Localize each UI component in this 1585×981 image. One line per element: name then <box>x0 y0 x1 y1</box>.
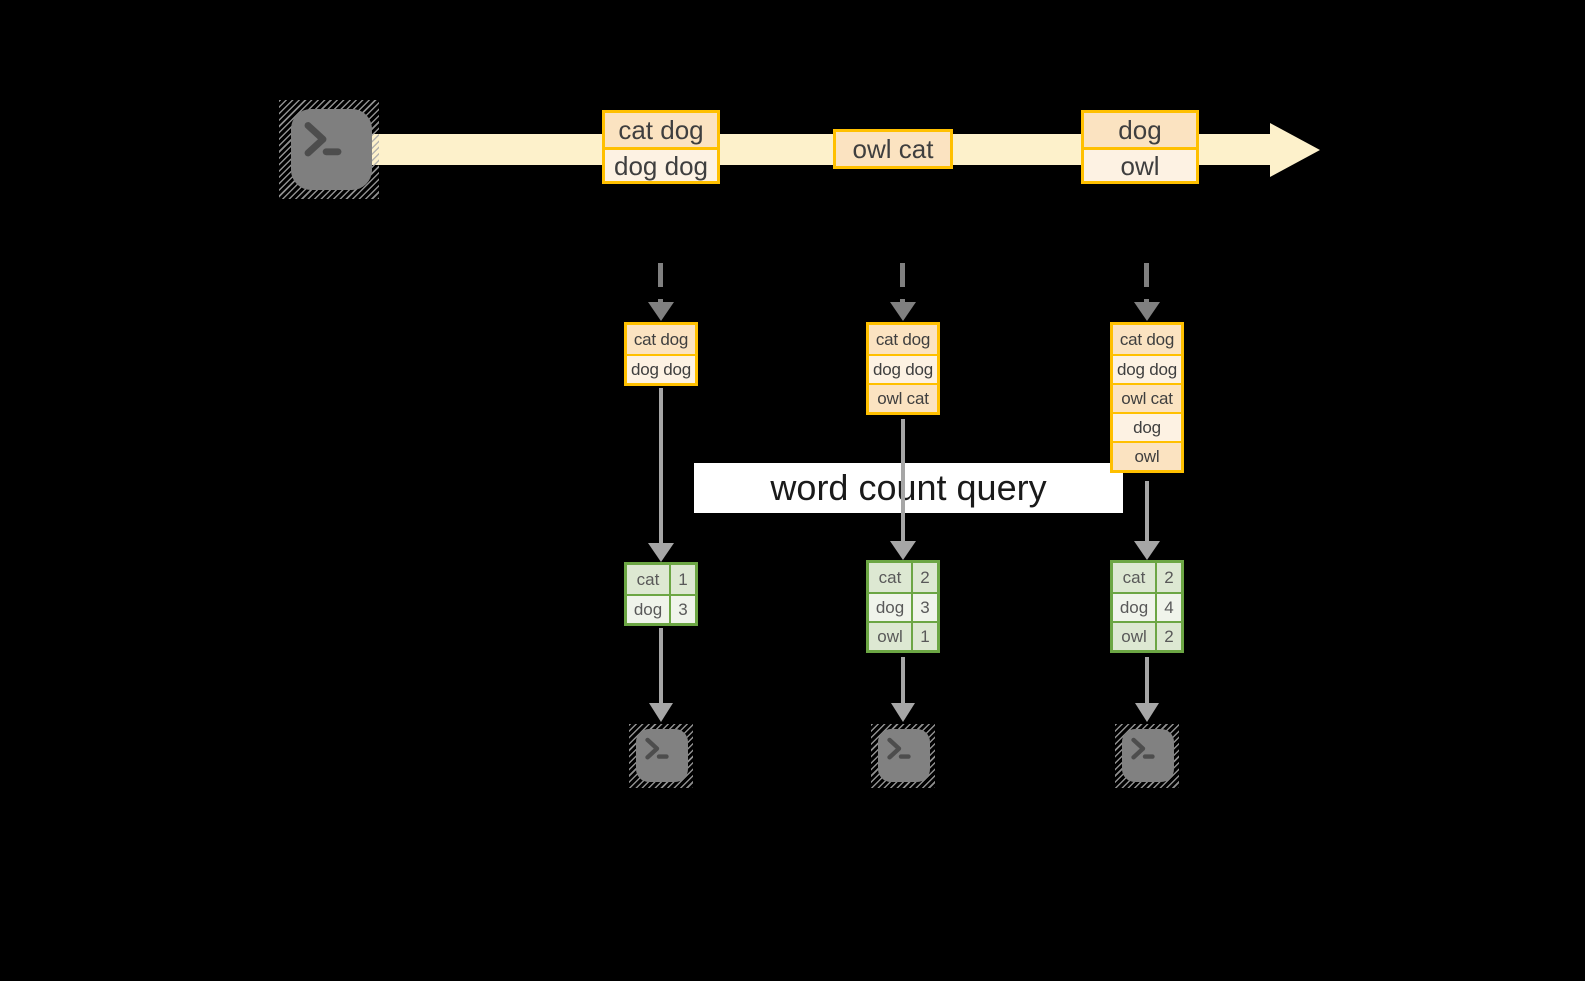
count-cell: 3 <box>920 598 930 617</box>
terminal-prompt-icon <box>1131 737 1155 760</box>
consumer-arrow-line <box>659 628 663 705</box>
connector-line <box>659 388 663 544</box>
terminal-prompt-icon <box>887 737 911 760</box>
snapshot-stack: cat dog dog dog owl cat dog owl <box>1110 322 1184 473</box>
snapshot-row: dog <box>1113 412 1181 441</box>
connector-arrow-head <box>648 543 674 562</box>
count-cell: 4 <box>1164 598 1174 617</box>
connector-line <box>1145 481 1149 542</box>
word-cell: dog <box>869 594 913 621</box>
count-cell: 2 <box>1164 627 1174 646</box>
dashed-arrow-head <box>1134 302 1160 321</box>
consumer-terminal-icon <box>629 724 693 788</box>
snapshot-row: cat dog <box>627 325 695 354</box>
stream-arrow-head <box>1270 123 1320 177</box>
dashed-arrow-line <box>658 263 663 305</box>
record-row: dog <box>1084 113 1196 147</box>
snapshot-row: owl cat <box>869 383 937 412</box>
word-cell: dog <box>627 596 671 623</box>
terminal-prompt-icon <box>645 737 669 760</box>
connector-arrow-head <box>890 541 916 560</box>
word-cell: owl <box>1113 623 1157 650</box>
consumer-arrow-head <box>891 703 915 722</box>
snapshot-row: dog dog <box>627 354 695 383</box>
word-count-query-label: word count query <box>694 463 1123 513</box>
word-cell: dog <box>1113 594 1157 621</box>
record-row: cat dog <box>605 113 717 147</box>
stream-record: dog owl <box>1081 110 1199 184</box>
word-cell: cat <box>869 563 913 592</box>
consumer-arrow-head <box>649 703 673 722</box>
count-cell: 2 <box>1164 568 1174 587</box>
word-cell: owl <box>869 623 913 650</box>
consumer-arrow-line <box>1145 657 1149 705</box>
count-cell: 1 <box>678 570 688 589</box>
snapshot-stack: cat dog dog dog owl cat <box>866 322 940 415</box>
stream-record: owl cat <box>833 129 953 169</box>
dashed-arrow-head <box>648 302 674 321</box>
count-table: cat 2 dog 4 owl 2 <box>1110 560 1184 653</box>
record-row: owl cat <box>836 132 950 166</box>
record-row: owl <box>1084 147 1196 181</box>
stream-record: cat dog dog dog <box>602 110 720 184</box>
consumer-arrow-head <box>1135 703 1159 722</box>
snapshot-row: dog dog <box>1113 354 1181 383</box>
snapshot-stack: cat dog dog dog <box>624 322 698 386</box>
count-table: cat 1 dog 3 <box>624 562 698 626</box>
source-terminal-icon <box>279 100 379 199</box>
record-row: dog dog <box>605 147 717 181</box>
count-cell: 3 <box>678 600 688 619</box>
terminal-prompt-icon <box>304 122 342 157</box>
count-cell: 1 <box>920 627 930 646</box>
dashed-arrow-line <box>1144 263 1149 305</box>
word-cell: cat <box>1113 563 1157 592</box>
snapshot-row: owl cat <box>1113 383 1181 412</box>
count-cell: 2 <box>920 568 930 587</box>
dashed-arrow-head <box>890 302 916 321</box>
word-cell: cat <box>627 565 671 594</box>
connector-line <box>901 419 905 542</box>
dashed-arrow-line <box>900 263 905 305</box>
consumer-terminal-icon <box>1115 724 1179 788</box>
snapshot-row: cat dog <box>869 325 937 354</box>
connector-arrow-head <box>1134 541 1160 560</box>
snapshot-row: dog dog <box>869 354 937 383</box>
snapshot-row: owl <box>1113 441 1181 470</box>
consumer-terminal-icon <box>871 724 935 788</box>
consumer-arrow-line <box>901 657 905 705</box>
count-table: cat 2 dog 3 owl 1 <box>866 560 940 653</box>
snapshot-row: cat dog <box>1113 325 1181 354</box>
